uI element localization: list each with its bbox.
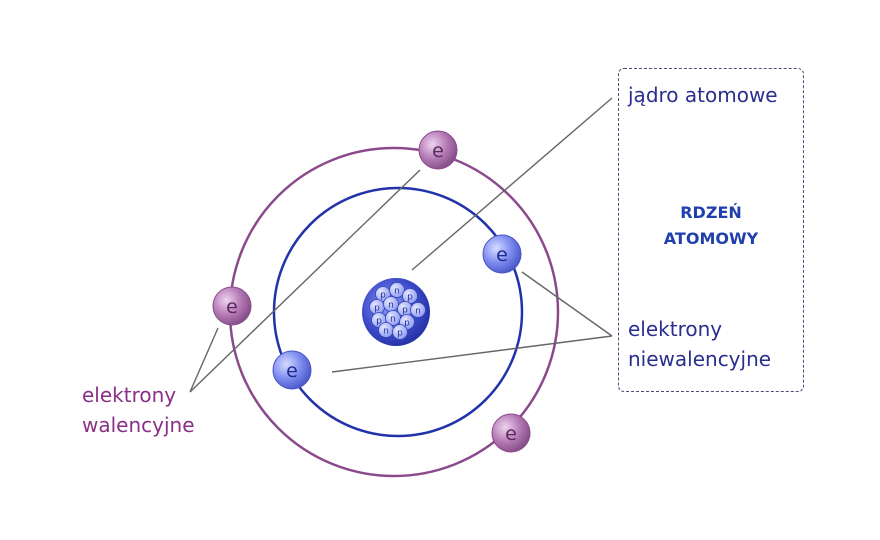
nucleon: p	[369, 299, 385, 315]
nucleon: p	[392, 324, 408, 340]
nucleus: p n p p n p n p n p n p	[362, 278, 430, 346]
nucleon-label: p	[397, 329, 403, 339]
leader-line-valence-left	[189, 327, 219, 393]
nucleon: n	[383, 296, 399, 312]
nucleus-label: jądro atomowe	[628, 83, 778, 107]
nucleon-label: n	[415, 307, 421, 317]
electron-label: e	[496, 244, 508, 266]
leader-line-nonvalence-lower	[331, 335, 613, 373]
electron-label: e	[226, 296, 238, 318]
valence-electron: e	[418, 130, 458, 170]
inner-orbit	[272, 186, 524, 438]
nonvalence-label-line1: elektrony	[628, 317, 723, 341]
electron-label: e	[286, 360, 298, 382]
atomic-core-box	[618, 68, 804, 392]
nucleon: n	[378, 322, 394, 338]
atomic-core-title: RDZEŃ ATOMOWY	[618, 200, 804, 252]
electron-label: e	[505, 423, 517, 445]
nucleon-label: p	[376, 317, 382, 327]
nucleon: n	[410, 302, 426, 318]
nonvalence-electrons-label: elektrony niewalencyjne	[628, 314, 771, 374]
leader-line-nucleus	[411, 97, 613, 271]
leader-line-valence-upper	[189, 169, 421, 393]
valence-electron: e	[212, 286, 252, 326]
nucleon-label: n	[383, 327, 389, 337]
nucleon: n	[389, 282, 405, 298]
valence-electron: e	[491, 413, 531, 453]
valence-label-line1: elektrony	[82, 383, 177, 407]
nucleon-label: n	[388, 301, 394, 311]
leader-line-nonvalence-upper	[521, 271, 613, 337]
atomic-core-title-line1: RDZEŃ	[680, 203, 742, 222]
nucleon-label: p	[374, 304, 380, 314]
nucleon-label: p	[404, 319, 410, 329]
valence-label-line2: walencyjne	[82, 413, 195, 437]
nucleon-label: p	[402, 306, 408, 316]
atomic-core-title-line2: ATOMOWY	[663, 229, 759, 248]
nucleon-label: n	[390, 315, 396, 325]
nucleon-label: n	[394, 287, 400, 297]
nonvalence-label-line2: niewalencyjne	[628, 347, 772, 371]
nucleon-label: p	[380, 291, 386, 301]
nonvalence-electron: e	[482, 234, 522, 274]
electron-label: e	[432, 140, 444, 162]
nucleon-label: p	[407, 293, 413, 303]
nonvalence-electron: e	[272, 350, 312, 390]
valence-electrons-label: elektrony walencyjne	[82, 380, 195, 440]
